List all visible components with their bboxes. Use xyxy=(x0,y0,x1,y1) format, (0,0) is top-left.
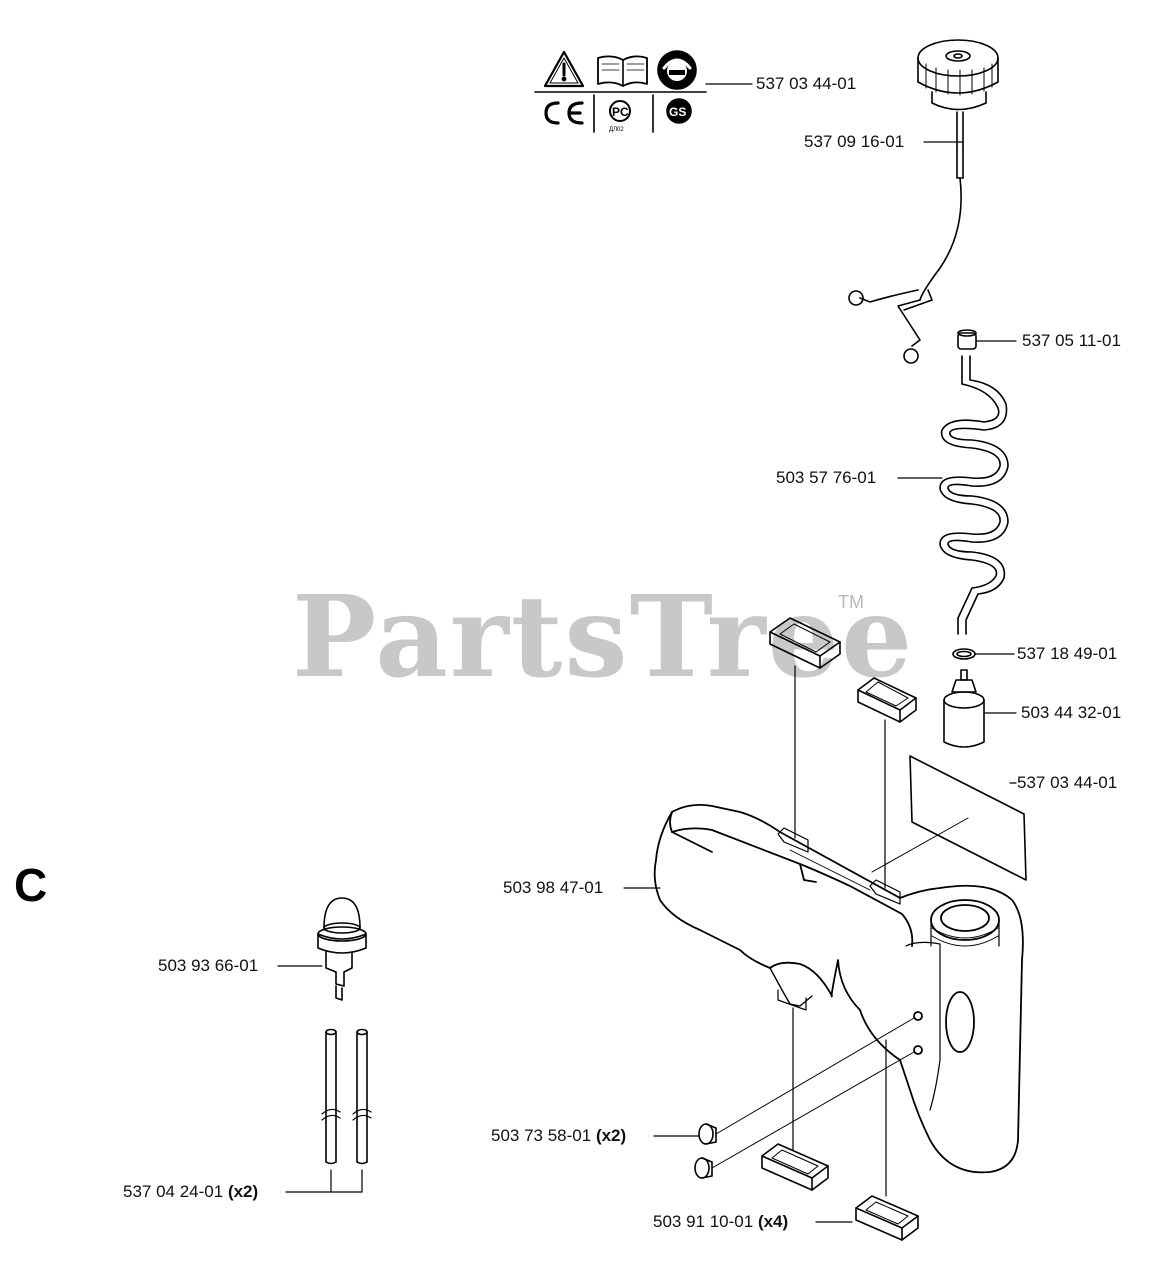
watermark-trademark: TM xyxy=(838,592,864,612)
manual-book-icon xyxy=(597,55,648,87)
grommets xyxy=(653,1017,915,1179)
rubber-pad-bottom-left xyxy=(761,1143,829,1191)
part-number: 537 03 44-01 xyxy=(756,74,857,93)
fuel-filter xyxy=(943,669,1017,748)
label-rubber-pad: 503 91 10-01 (x4) xyxy=(653,1212,788,1232)
rubber-pad-bottom-right xyxy=(815,1195,919,1241)
label-fuel-filter: 503 44 32-01 xyxy=(1021,703,1121,723)
primer-bulb xyxy=(277,897,367,1001)
warning-triangle-icon xyxy=(543,50,585,88)
ce-mark-icon xyxy=(544,101,560,125)
label-primer-bulb: 503 93 66-01 xyxy=(158,956,258,976)
label-fuel-cap-strap: 537 09 16-01 xyxy=(804,132,904,152)
tank-decal xyxy=(871,755,1027,881)
label-grommet: 503 73 58-01 (x2) xyxy=(491,1126,626,1146)
warning-decal: PC ДЛ02 GS xyxy=(534,50,753,133)
label-hose-fitting: 537 05 11-01 xyxy=(1022,331,1121,351)
section-letter: C xyxy=(14,859,48,911)
part-number: 537 18 49-01 xyxy=(1017,644,1118,663)
svg-text:PC: PC xyxy=(612,105,629,119)
label-decal-top: 537 03 44-01 xyxy=(756,74,856,94)
rubber-pad-top-right xyxy=(857,677,917,889)
label-fuel-tank: 503 98 47-01 xyxy=(503,878,603,898)
rubber-pad-top-left xyxy=(769,617,841,839)
cap-strap xyxy=(848,111,964,364)
part-number: 537 03 44-01 xyxy=(1017,773,1118,792)
fuel-tank-body xyxy=(623,803,1024,1174)
o-ring xyxy=(952,648,1015,660)
tubes xyxy=(285,1028,372,1193)
label-tube: 537 04 24-01 (x2) xyxy=(123,1182,258,1202)
label-decal-tank: 537 03 44-01 xyxy=(1017,773,1117,793)
part-number: 537 09 16-01 xyxy=(804,132,905,151)
pct-mark-icon xyxy=(609,100,631,122)
label-fuel-hose: 503 57 76-01 xyxy=(776,468,876,488)
gs-mark-icon xyxy=(666,98,692,124)
watermark: PartsTree xyxy=(292,572,915,703)
quantity: (x4) xyxy=(757,1212,789,1231)
fuel-cap xyxy=(917,39,999,111)
fuel-hose-coil xyxy=(897,355,1009,635)
part-number: 503 44 32-01 xyxy=(1021,703,1122,722)
part-number: 503 73 58-01 xyxy=(491,1126,592,1145)
part-number: 537 05 11-01 xyxy=(1022,331,1121,350)
hose-fitting xyxy=(957,329,1017,350)
part-number: 537 04 24-01 xyxy=(123,1182,224,1201)
part-number: 503 98 47-01 xyxy=(503,878,604,897)
svg-text:ДЛ02: ДЛ02 xyxy=(609,127,624,133)
quantity: (x2) xyxy=(227,1182,259,1201)
part-number: 503 93 66-01 xyxy=(158,956,259,975)
svg-text:GS: GS xyxy=(669,105,686,119)
part-number: 503 91 10-01 xyxy=(653,1212,754,1231)
quantity: (x2) xyxy=(595,1126,627,1145)
part-number: 503 57 76-01 xyxy=(776,468,877,487)
label-o-ring: 537 18 49-01 xyxy=(1017,644,1117,664)
